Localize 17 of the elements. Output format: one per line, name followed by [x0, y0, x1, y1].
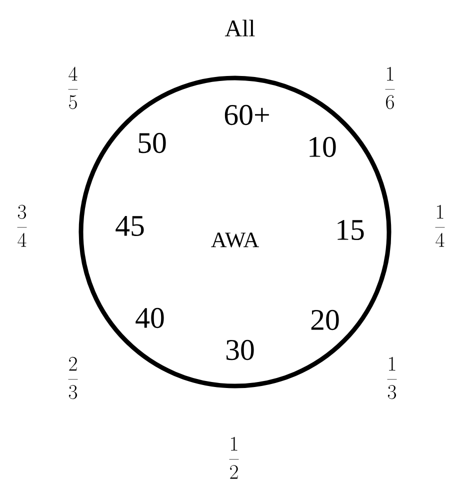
center-label: AWA	[211, 232, 259, 248]
fraction-label: $\frac{1}{3}$	[387, 356, 397, 400]
number-label: 10	[310, 136, 336, 158]
number-label: 60+	[224, 104, 269, 126]
number-label: 20	[311, 310, 339, 330]
fraction-label: $\frac{1}{2}$	[229, 436, 239, 479]
number-label: 30	[226, 340, 254, 360]
fraction-label: $\frac{3}{4}$	[17, 204, 27, 247]
title: All	[224, 20, 255, 36]
fraction-label: $\frac{1}{6}$	[385, 66, 395, 110]
fraction-label: $\frac{2}{3}$	[68, 356, 78, 400]
fraction-label: $\frac{1}{4}$	[435, 204, 445, 247]
fraction-label: $\frac{4}{5}$	[68, 66, 78, 110]
number-label: 50	[138, 132, 166, 154]
number-label: 40	[136, 308, 164, 328]
number-label: 15	[338, 220, 364, 240]
number-label: 45	[116, 216, 144, 236]
